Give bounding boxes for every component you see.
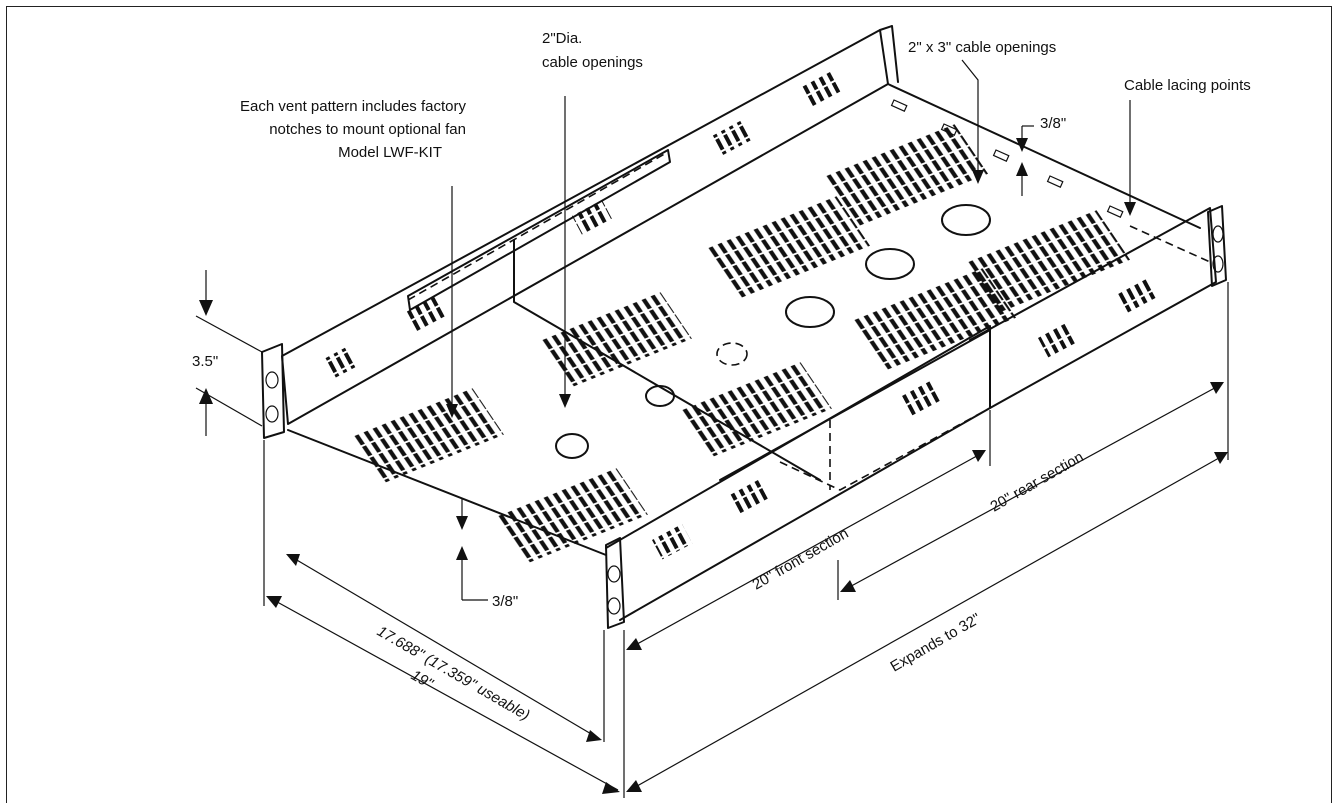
- right-rear-ear: [1207, 205, 1227, 287]
- rear-corner: [879, 25, 899, 83]
- inner-width-label: 17.688" (17.359" useable): [374, 623, 533, 724]
- drawing-frame: [6, 6, 1332, 803]
- ear-hole: [607, 565, 621, 583]
- vent-pattern: [852, 267, 1017, 371]
- rear-section-label: 20" rear section: [988, 448, 1087, 515]
- dia-openings-line-1: 2"Dia.: [542, 30, 582, 47]
- hidden-edge: [407, 151, 669, 301]
- vent-pattern: [824, 123, 989, 227]
- ear-hole: [1212, 225, 1224, 243]
- height-label: 3.5": [192, 353, 218, 370]
- vent-pattern: [496, 467, 648, 564]
- cable-openings: [555, 204, 991, 459]
- side-rail: [407, 149, 671, 311]
- expands-label: Expands to 32": [888, 610, 984, 675]
- vent-pattern: [540, 291, 692, 388]
- ear-hole: [265, 371, 279, 389]
- right-front-ear: [605, 537, 625, 629]
- lacing-points: [890, 99, 1124, 218]
- vent-note-line-1: Each vent pattern includes factory: [240, 98, 466, 115]
- vent-pattern: [706, 195, 871, 299]
- floor-rail: [719, 329, 991, 481]
- oval-opening: [785, 296, 835, 328]
- round-opening: [716, 342, 748, 366]
- rect-openings-label: 2" x 3" cable openings: [908, 39, 1056, 56]
- bottom-flange-label: 3/8": [492, 593, 518, 610]
- hidden-edge: [1129, 225, 1211, 263]
- vent-pattern: [965, 209, 1131, 313]
- top-flange-label: 3/8": [1040, 115, 1066, 132]
- vent-note-line-2: notches to mount optional fan: [269, 121, 466, 138]
- ear-hole: [1212, 255, 1224, 273]
- vent-note-line-3: Model LWF-KIT: [338, 144, 442, 161]
- vent-pattern: [352, 387, 504, 484]
- oval-opening: [865, 248, 915, 280]
- lacing-points-label: Cable lacing points: [1124, 77, 1251, 94]
- ear-hole: [265, 405, 279, 423]
- round-opening: [645, 385, 675, 407]
- hidden-edge: [779, 407, 991, 491]
- shelf-body: [261, 25, 1227, 629]
- vent-pattern: [680, 361, 832, 458]
- wall-vents: [322, 72, 1157, 560]
- dimension-lines: [195, 59, 1229, 798]
- rear-top-edge: [887, 83, 1201, 229]
- front-section-label: 20" front section: [750, 525, 852, 594]
- round-opening: [555, 433, 589, 459]
- floor-vents: [352, 123, 1131, 564]
- oval-opening: [941, 204, 991, 236]
- left-front-ear: [261, 343, 285, 439]
- dia-openings-line-2: cable openings: [542, 54, 643, 71]
- ear-hole: [607, 597, 621, 615]
